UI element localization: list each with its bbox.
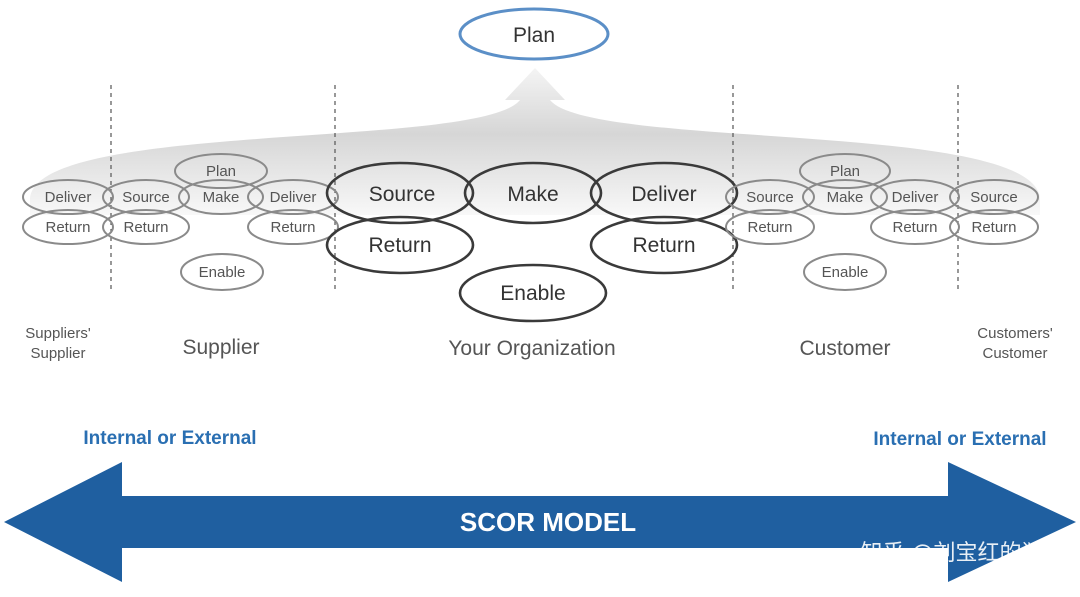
organization-processes bbox=[325, 161, 739, 323]
supplier-make-label: Make bbox=[203, 189, 240, 206]
supplier-return-source-label: Return bbox=[123, 219, 168, 236]
org-return-source-label: Return bbox=[368, 234, 431, 257]
customer-source-label: Source bbox=[746, 189, 794, 206]
customer-plan-label: Plan bbox=[830, 163, 860, 180]
supplier-deliver-label: Deliver bbox=[270, 189, 317, 206]
scor-model-label: SCOR MODEL bbox=[460, 507, 636, 537]
ss-deliver-label: Deliver bbox=[45, 189, 92, 206]
customer-processes bbox=[725, 153, 960, 291]
supplier-return-deliver-label: Return bbox=[270, 219, 315, 236]
suppliers-supplier-processes bbox=[22, 179, 114, 245]
org-enable-label: Enable bbox=[500, 282, 565, 305]
supplier-column-label: Supplier bbox=[182, 336, 259, 359]
ss-return-label: Return bbox=[45, 219, 90, 236]
customers-customer-processes bbox=[949, 179, 1039, 245]
org-make-label: Make bbox=[507, 183, 558, 206]
your-organization-column-label: Your Organization bbox=[448, 337, 615, 360]
suppliers-supplier-label-line2: Supplier bbox=[30, 345, 85, 362]
column-separators bbox=[110, 85, 959, 292]
org-deliver-label: Deliver bbox=[631, 183, 696, 206]
customer-return-source-label: Return bbox=[747, 219, 792, 236]
top-plan-label: Plan bbox=[513, 24, 555, 47]
plan-flow-band bbox=[30, 68, 1040, 215]
customer-column-label: Customer bbox=[799, 337, 890, 360]
customer-return-deliver-label: Return bbox=[892, 219, 937, 236]
customers-customer-label-line1: Customers' bbox=[977, 325, 1053, 342]
top-plan-node: Plan bbox=[458, 7, 610, 61]
org-source-label: Source bbox=[369, 183, 436, 206]
customer-deliver-label: Deliver bbox=[892, 189, 939, 206]
watermark-text: 知乎 @刘宝红的谜 bbox=[861, 541, 1044, 566]
cc-return-label: Return bbox=[971, 219, 1016, 236]
customer-make-label: Make bbox=[827, 189, 864, 206]
cc-source-label: Source bbox=[970, 189, 1018, 206]
scor-double-arrow bbox=[4, 462, 1076, 582]
left-internal-external-label: Internal or External bbox=[83, 428, 256, 449]
right-internal-external-label: Internal or External bbox=[873, 429, 1046, 450]
customer-enable-label: Enable bbox=[822, 264, 869, 281]
supplier-plan-label: Plan bbox=[206, 163, 236, 180]
org-return-deliver-label: Return bbox=[632, 234, 695, 257]
customers-customer-label-line2: Customer bbox=[982, 345, 1047, 362]
supplier-source-label: Source bbox=[122, 189, 170, 206]
supplier-processes bbox=[102, 153, 339, 291]
suppliers-supplier-label-line1: Suppliers' bbox=[25, 325, 91, 342]
supplier-enable-label: Enable bbox=[199, 264, 246, 281]
